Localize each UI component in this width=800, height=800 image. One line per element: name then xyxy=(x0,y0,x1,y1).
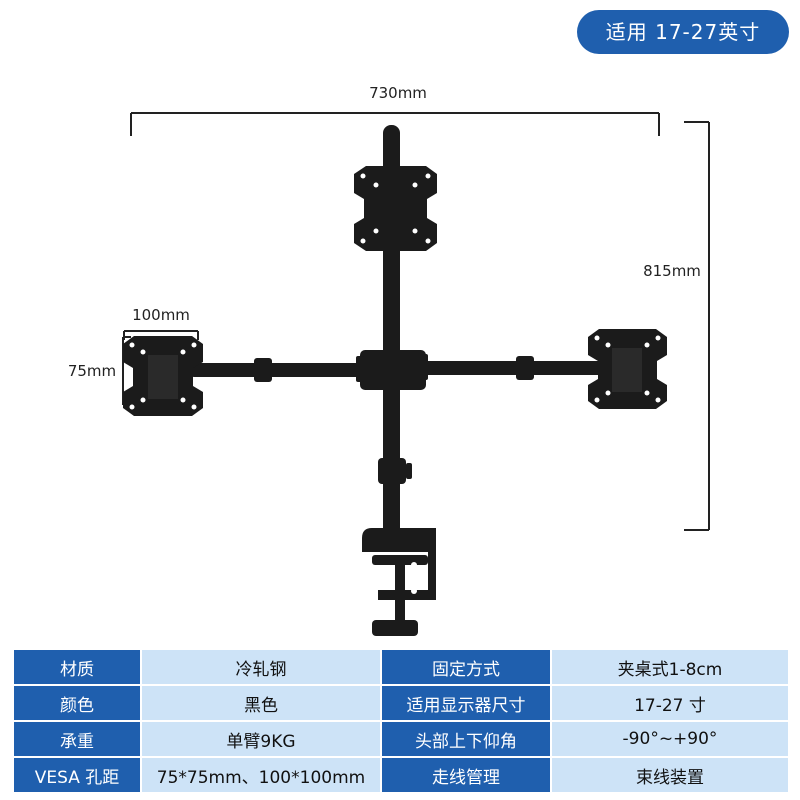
spec-key: VESA 孔距 xyxy=(12,756,142,794)
spec-value: 17-27 寸 xyxy=(550,684,790,722)
spec-key: 头部上下仰角 xyxy=(380,720,552,758)
spec-key: 走线管理 xyxy=(380,756,552,794)
spec-value: 束线装置 xyxy=(550,756,790,794)
product-figure: 730mm 815mm 100mm 75mm xyxy=(68,84,710,636)
table-row: VESA 孔距 75*75mm、100*100mm 走线管理 束线装置 xyxy=(12,756,790,794)
spec-key: 材质 xyxy=(12,648,142,686)
vesa-height-label: 75mm xyxy=(68,362,116,380)
table-row: 材质 冷轧钢 固定方式 夹桌式1-8cm xyxy=(12,648,790,686)
spec-value: 夹桌式1-8cm xyxy=(550,648,790,686)
width-dimension xyxy=(130,112,660,136)
spec-value: 75*75mm、100*100mm xyxy=(140,756,382,794)
height-label: 815mm xyxy=(643,262,701,280)
spec-key: 承重 xyxy=(12,720,142,758)
width-label: 730mm xyxy=(369,84,427,102)
vesa-plate-left xyxy=(123,336,203,416)
spec-value: 黑色 xyxy=(140,684,382,722)
spec-value: -90°~+90° xyxy=(550,720,790,758)
table-row: 颜色 黑色 适用显示器尺寸 17-27 寸 xyxy=(12,684,790,722)
spec-key: 颜色 xyxy=(12,684,142,722)
spec-table: 材质 冷轧钢 固定方式 夹桌式1-8cm 颜色 黑色 适用显示器尺寸 17-27… xyxy=(12,648,790,794)
spec-key: 适用显示器尺寸 xyxy=(380,684,552,722)
vesa-width-label: 100mm xyxy=(132,306,190,324)
spec-value: 冷轧钢 xyxy=(140,648,382,686)
spec-value: 单臂9KG xyxy=(140,720,382,758)
spec-key: 固定方式 xyxy=(380,648,552,686)
size-badge: 适用 17-27英寸 xyxy=(577,10,789,54)
height-dimension xyxy=(684,121,710,531)
vesa-plate-top xyxy=(354,166,437,251)
table-row: 承重 单臂9KG 头部上下仰角 -90°~+90° xyxy=(12,720,790,758)
vesa-plate-right xyxy=(588,329,667,409)
